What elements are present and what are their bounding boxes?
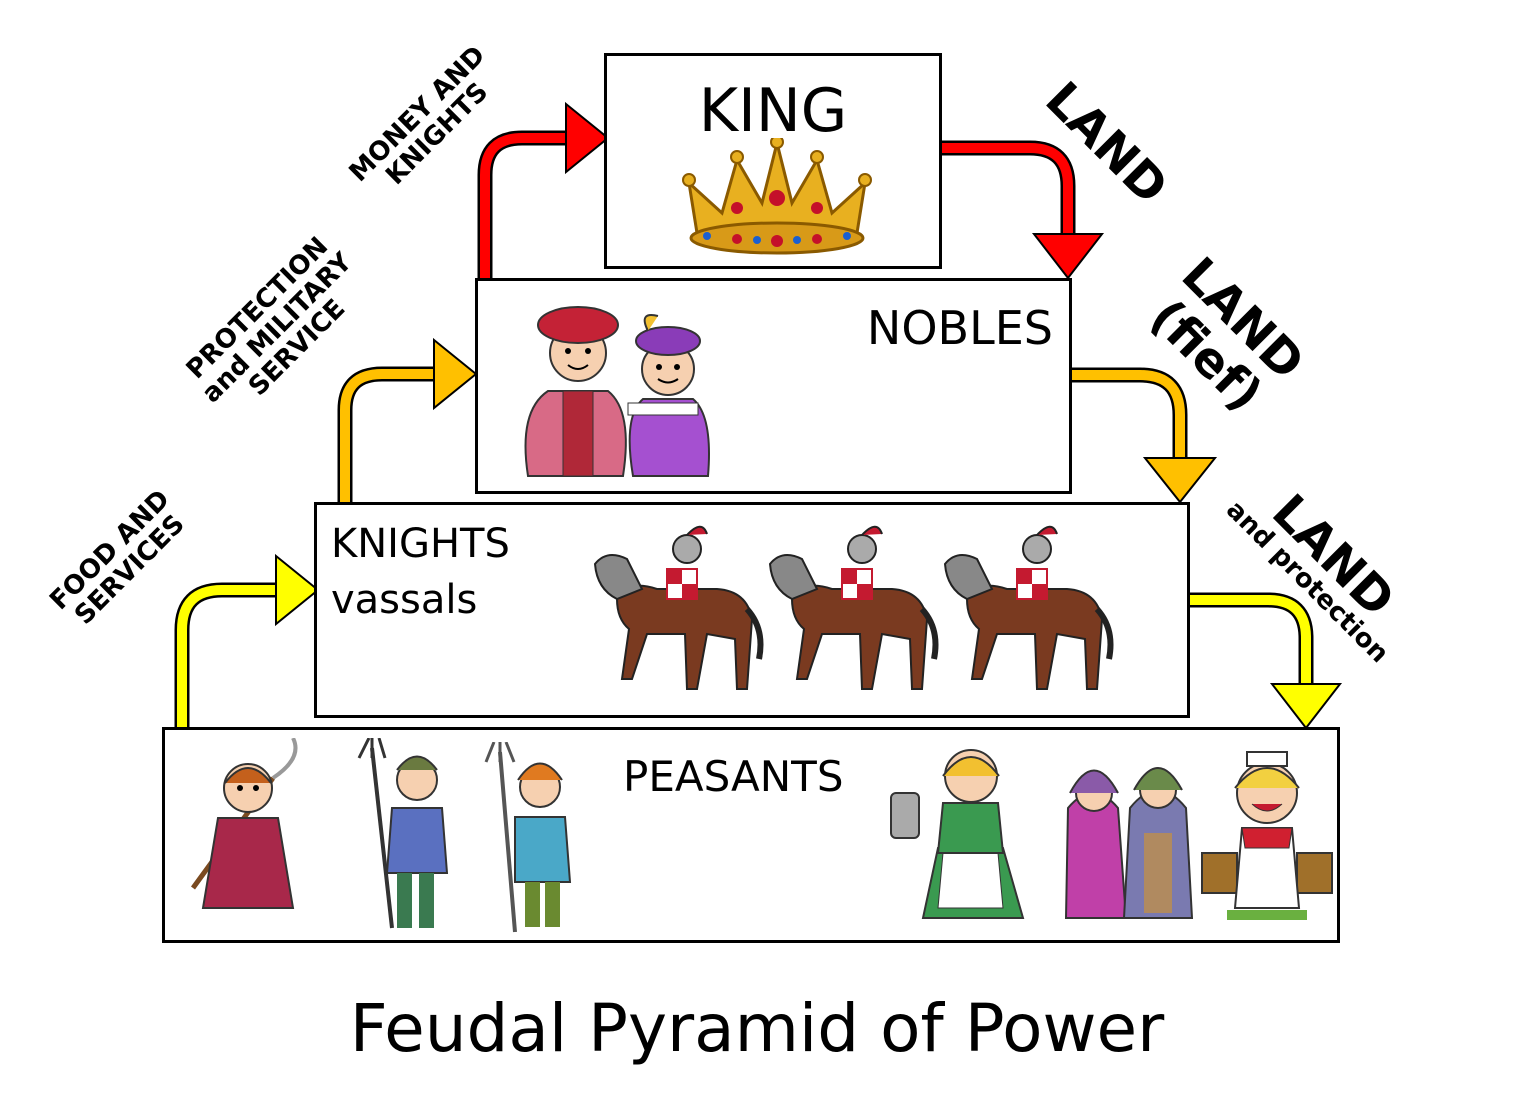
peasants-label: PEASANTS (623, 752, 844, 801)
arrow-protection-military (337, 337, 478, 505)
knights-sublabel: vassals (331, 577, 478, 623)
crown-icon (682, 138, 872, 255)
mounted-knight-icon (943, 525, 1114, 690)
knights-tier: KNIGHTS vassals (314, 502, 1190, 718)
nobles-label: NOBLES (866, 301, 1053, 355)
milkmaid-buckets-icon (1201, 751, 1333, 920)
king-tier: KING (604, 53, 942, 269)
arrow-land-king (942, 140, 1105, 280)
arrow-land-protection (1190, 592, 1343, 730)
mounted-knight-icon (768, 525, 939, 690)
page-title: Feudal Pyramid of Power (349, 990, 1165, 1067)
peasant-woman-jug-icon (890, 749, 1025, 919)
arrow-land-fief (1072, 367, 1218, 504)
knights-label: KNIGHTS (331, 521, 510, 567)
arrow-money-knights (477, 101, 610, 282)
king-label: KING (698, 76, 848, 146)
arrow-food-services (174, 553, 320, 728)
peasant-pitchfork-icon (357, 738, 449, 929)
peasant-sickle-icon (190, 738, 298, 909)
mounted-knight-icon (593, 525, 764, 690)
nobles-tier: NOBLES (475, 278, 1072, 494)
peasant-women-crying-icon (1064, 767, 1194, 919)
peasant-pitchfork-icon (484, 742, 572, 933)
noble-couple-icon (524, 306, 710, 477)
peasants-tier: PEASANTS (162, 727, 1340, 943)
